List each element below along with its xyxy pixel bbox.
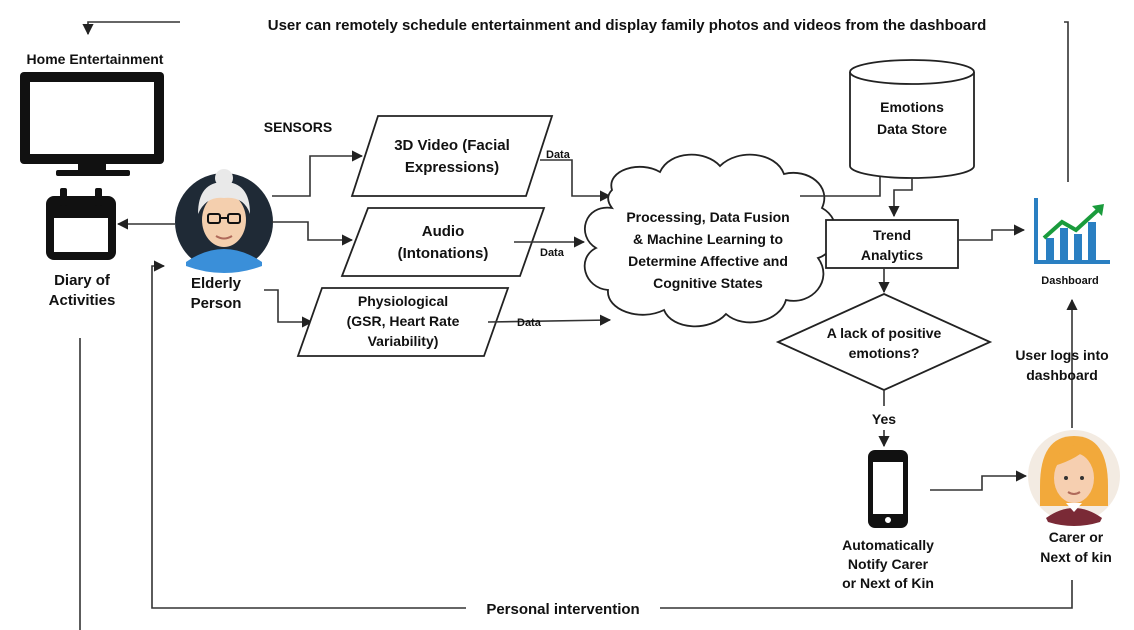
- calendar-icon: [46, 188, 116, 260]
- video-data-arrow: [540, 159, 612, 202]
- video-data-label: Data: [546, 149, 571, 161]
- notify-label-2: Notify Carer: [848, 556, 929, 572]
- phone-icon: [868, 450, 908, 528]
- home-entertainment-label: Home Entertainment: [27, 51, 164, 67]
- sensor-audio-label-1: Audio: [422, 223, 465, 240]
- carer-label-2: Next of kin: [1040, 549, 1112, 565]
- audio-data-label: Data: [540, 247, 565, 259]
- elderly-label-2: Person: [191, 295, 242, 312]
- decision-label-1: A lack of positive: [827, 325, 942, 341]
- processing-label-3: Determine Affective and: [628, 253, 788, 269]
- decision-diamond: A lack of positive emotions?: [775, 293, 993, 391]
- top-note-label: User can remotely schedule entertainment…: [268, 17, 987, 34]
- trend-label-2: Analytics: [861, 247, 923, 263]
- intervention-label: Personal intervention: [486, 601, 639, 618]
- sensor-video-label-1: 3D Video (Facial: [394, 137, 510, 154]
- trend-label-1: Trend: [873, 227, 911, 243]
- notify-label-3: or Next of Kin: [842, 575, 934, 591]
- yes-label: Yes: [872, 411, 896, 427]
- sensor-physio-label-1: Physiological: [358, 293, 448, 309]
- logs-label-2: dashboard: [1026, 367, 1098, 383]
- sensor-physio-label-3: Variability): [368, 333, 439, 349]
- elderly-to-audio-arrow: [272, 221, 354, 246]
- datastore-to-trend-arrow: [888, 178, 913, 218]
- physio-data-label: Data: [517, 317, 542, 329]
- carer-avatar: [1028, 430, 1120, 526]
- sensor-video-label-2: Expressions): [405, 159, 499, 176]
- carer-label-1: Carer or: [1049, 529, 1104, 545]
- sensors-title: SENSORS: [264, 119, 332, 135]
- remote-schedule-connector: [88, 21, 1069, 182]
- processing-cloud: Processing, Data Fusion & Machine Learni…: [583, 153, 837, 328]
- logs-label-1: User logs into: [1015, 347, 1108, 363]
- physio-data-arrow: [487, 314, 612, 326]
- elderly-to-physio-arrow: [264, 289, 314, 328]
- notify-label-1: Automatically: [842, 537, 934, 553]
- trend-analytics-box: Trend Analytics: [825, 219, 959, 269]
- elderly-person-avatar: [175, 169, 273, 273]
- elderly-label-1: Elderly: [191, 275, 242, 292]
- processing-label-2: & Machine Learning to: [633, 231, 783, 247]
- elderly-to-video-arrow: [272, 150, 364, 197]
- trend-to-dashboard-arrow: [958, 224, 1026, 241]
- sensor-physio-label-2: (GSR, Heart Rate: [347, 313, 460, 329]
- sensor-audio-label-2: (Intonations): [398, 245, 489, 262]
- sensor-audio: Audio (Intonations): [340, 207, 546, 277]
- dashboard-label: Dashboard: [1041, 275, 1098, 287]
- sensor-physiological: Physiological (GSR, Heart Rate Variabili…: [296, 287, 510, 357]
- processing-label-1: Processing, Data Fusion: [626, 209, 789, 225]
- dashboard-chart-icon: [1034, 198, 1110, 264]
- decision-label-2: emotions?: [849, 345, 920, 361]
- processing-label-4: Cognitive States: [653, 275, 763, 291]
- datastore-label-2: Data Store: [877, 121, 947, 137]
- personal-intervention-loop: [151, 266, 1073, 609]
- phone-to-carer-arrow: [930, 470, 1028, 491]
- diary-label-2: Activities: [49, 292, 116, 309]
- diary-label-1: Diary of: [54, 272, 111, 289]
- sensor-video: 3D Video (Facial Expressions): [350, 115, 554, 197]
- emotions-datastore: Emotions Data Store: [849, 59, 975, 179]
- tv-icon: [20, 72, 164, 176]
- datastore-label-1: Emotions: [880, 99, 944, 115]
